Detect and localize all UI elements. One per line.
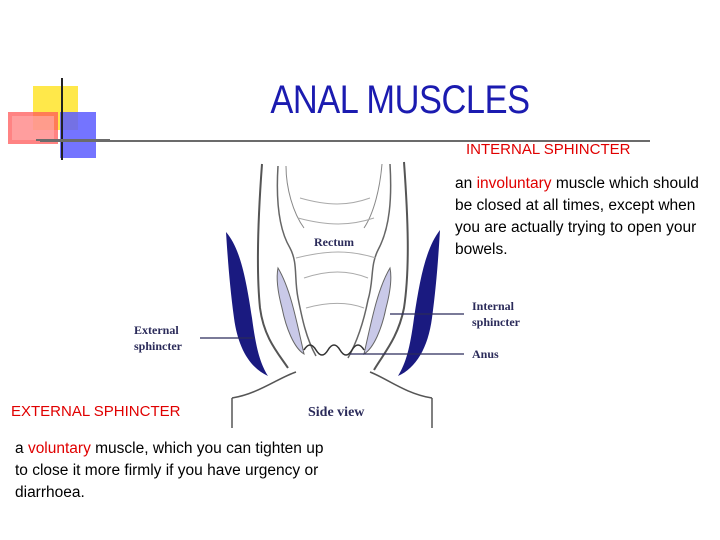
external-text-prefix: a (15, 440, 28, 457)
corner-decoration (8, 78, 110, 160)
rectum-wall-right (373, 161, 409, 371)
rectum-wall-left (256, 163, 289, 369)
internal-sphincter-left (276, 266, 305, 356)
mucosa-left (276, 165, 317, 357)
internal-sphincter-heading: INTERNAL SPHINCTER (466, 141, 631, 158)
external-sphincter-left (226, 232, 268, 376)
internal-text-prefix: an (455, 175, 477, 192)
mucosa-right (347, 163, 392, 359)
external-sphincter-description: a voluntary muscle, which you can tighte… (15, 438, 335, 504)
external-sphincter-label-2: sphincter (134, 339, 183, 353)
external-text-rest: muscle, which you can tighten up to clos… (15, 440, 324, 501)
voluntary-highlight: voluntary (27, 440, 91, 457)
internal-sphincter-label-1: Internal (472, 299, 515, 313)
internal-sphincter-label-2: sphincter (472, 315, 521, 329)
external-sphincter-label-1: External (134, 323, 179, 337)
rectum-label: Rectum (314, 235, 354, 249)
anal-canal-diagram: Rectum External sphincter Internal sphin… (134, 161, 521, 428)
involuntary-highlight: involuntary (476, 175, 552, 192)
internal-text-rest: muscle which should be closed at all tim… (455, 175, 699, 258)
anal-canal-lining (303, 344, 365, 356)
external-sphincter-right (398, 230, 440, 376)
slide-title: ANAL MUSCLES (270, 78, 530, 122)
internal-sphincter-right (363, 266, 392, 356)
title-divider (40, 140, 650, 142)
side-view-label: Side view (308, 405, 365, 420)
internal-sphincter-description: an involuntary muscle which should be cl… (455, 173, 717, 261)
anus-label: Anus (472, 347, 499, 361)
external-sphincter-heading: EXTERNAL SPHINCTER (11, 403, 181, 420)
perineal-skin (231, 371, 433, 399)
